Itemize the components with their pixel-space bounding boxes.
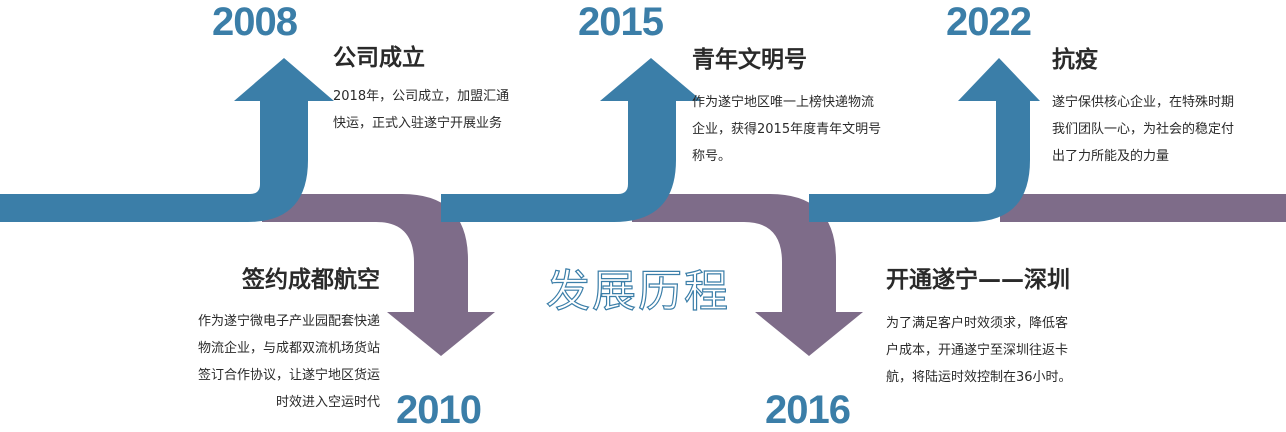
milestone-title-2022: 抗疫 bbox=[1052, 47, 1098, 73]
year-2022: 2022 bbox=[946, 0, 1032, 44]
desc-line: 企业，获得2015年度青年文明号 bbox=[692, 122, 882, 137]
desc-line: 作为遂宁微电子产业园配套快递 bbox=[197, 314, 380, 329]
milestone-title-2008: 公司成立 bbox=[333, 45, 425, 71]
milestone-desc-2022: 遂宁保供核心企业，在特殊时期 我们团队一心，为社会的稳定付 出了力所能及的力量 bbox=[1052, 89, 1234, 170]
milestone-desc-2008: 2018年，公司成立，加盟汇通 快运，正式入驻遂宁开展业务 bbox=[333, 83, 509, 137]
purple-band-2016 bbox=[632, 194, 863, 356]
milestone-title-2010: 签约成都航空 bbox=[242, 267, 380, 293]
year-2008: 2008 bbox=[212, 0, 298, 44]
milestone-desc-2010: 作为遂宁微电子产业园配套快递 物流企业，与成都双流机场货站 签订合作协议，让遂宁… bbox=[130, 308, 380, 416]
blue-band-2008 bbox=[0, 58, 334, 222]
center-title-text: 发展历程 bbox=[546, 266, 730, 317]
milestone-desc-2016: 为了满足客户时效须求，降低客 户成本，开通遂宁至深圳往返卡 航，将陆运时效控制在… bbox=[886, 310, 1072, 391]
purple-band-tail bbox=[1000, 194, 1286, 222]
desc-line: 为了满足客户时效须求，降低客 bbox=[886, 316, 1069, 331]
desc-line: 户成本，开通遂宁至深圳往返卡 bbox=[886, 343, 1069, 358]
milestone-title-2015: 青年文明号 bbox=[692, 47, 807, 73]
desc-line: 航，将陆运时效控制在36小时。 bbox=[886, 370, 1072, 385]
blue-band-2015 bbox=[441, 58, 702, 222]
desc-line: 时效进入空运时代 bbox=[275, 395, 380, 410]
desc-line: 我们团队一心，为社会的稳定付 bbox=[1052, 122, 1235, 137]
desc-line: 物流企业，与成都双流机场货站 bbox=[197, 341, 380, 356]
year-2015: 2015 bbox=[578, 0, 664, 44]
desc-line: 作为遂宁地区唯一上榜快递物流 bbox=[692, 95, 875, 110]
milestone-title-2016: 开通遂宁——深圳 bbox=[886, 267, 1070, 293]
year-2016: 2016 bbox=[765, 388, 851, 432]
blue-band-2022 bbox=[809, 58, 1040, 222]
purple-band-2010 bbox=[262, 194, 495, 356]
milestone-desc-2015: 作为遂宁地区唯一上榜快递物流 企业，获得2015年度青年文明号 称号。 bbox=[692, 89, 881, 170]
desc-line: 称号。 bbox=[692, 149, 732, 164]
desc-line: 签订合作协议，让遂宁地区货运 bbox=[197, 368, 380, 383]
center-title: 发展历程 bbox=[545, 265, 730, 317]
year-2010: 2010 bbox=[396, 388, 482, 432]
desc-line: 2018年，公司成立，加盟汇通 bbox=[333, 89, 510, 104]
desc-line: 出了力所能及的力量 bbox=[1052, 149, 1170, 164]
desc-line: 快运，正式入驻遂宁开展业务 bbox=[333, 116, 503, 131]
desc-line: 遂宁保供核心企业，在特殊时期 bbox=[1052, 95, 1235, 110]
